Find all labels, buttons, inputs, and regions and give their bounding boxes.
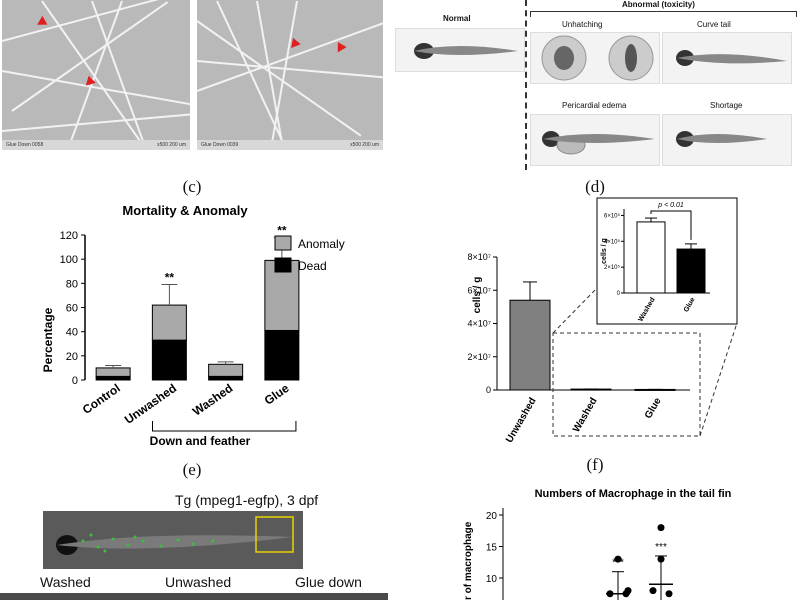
inset-bar [676, 248, 706, 294]
chart3-ytick-label: 15 [486, 543, 498, 554]
chart1-bar-anomaly [208, 363, 244, 377]
label-washed: Washed [40, 574, 91, 590]
chart1-ylabel: Percentage [41, 307, 55, 372]
tg-title: Tg (mpeg1-egfp), 3 dpf [175, 492, 319, 508]
fish-shortage-image [662, 114, 792, 166]
chart2-ytick-label: 0 [486, 385, 491, 395]
chart1-significance: ** [165, 271, 175, 285]
panel-label-f: (f) [586, 455, 604, 474]
chart1-significance: ** [277, 223, 287, 237]
chart3-significance: *** [655, 542, 667, 553]
chart3-point [606, 590, 614, 598]
chart2-ytick-label: 8×10⁷ [467, 252, 491, 262]
chart2-inset-frame [596, 197, 738, 325]
chart1-group-label: Down and feather [150, 434, 251, 448]
inset-bar [636, 221, 666, 294]
chart1-ytick-label: 120 [60, 230, 78, 242]
chart3-point [657, 555, 665, 563]
legend-label-dead: Dead [298, 259, 327, 273]
panel-label-e: (e) [182, 460, 202, 479]
chart1-ytick-label: 0 [72, 375, 78, 387]
fish-pericardial-edema-image [530, 114, 660, 166]
chart1-ytick-label: 20 [66, 351, 78, 363]
inset-ytick-label: 2×10⁵ [604, 264, 621, 271]
chart3-significance: *** [612, 558, 624, 569]
chart3-point [614, 555, 622, 563]
chart2-ylabel: cells / g [472, 277, 483, 314]
chart1-bar-dead [95, 375, 131, 381]
macrophage-chart: Numbers of Macrophage in the tail fin r … [463, 488, 732, 600]
inset-ytick-label: 6×10⁵ [604, 212, 621, 219]
chart1-title: Mortality & Anomaly [122, 203, 248, 218]
chart1-ytick-label: 40 [66, 327, 78, 339]
fish-normal-image [395, 28, 525, 72]
inset-p-value: p < 0.01 [657, 202, 684, 209]
fish-unhatching-image [530, 32, 660, 84]
arrow-marker [333, 42, 347, 55]
chart3-ytick-label: 10 [486, 574, 498, 585]
chart3-ylabel: r of macrophage [463, 521, 474, 600]
tail-fin-box [255, 516, 294, 553]
chart1-bar-anomaly [151, 304, 187, 341]
label-abnormal: Abnormal (toxicity) [622, 0, 695, 9]
chart2-bar [509, 299, 551, 391]
label-unhatching: Unhatching [562, 20, 603, 29]
legend-label-anomaly: Anomaly [298, 237, 345, 251]
chart3-point [624, 587, 632, 595]
chart1-group-bracket [152, 421, 297, 432]
chart1-xtick-label: Washed [190, 381, 235, 419]
chart1-xtick-label: Glue [262, 381, 292, 408]
chart2-xtick-label: Glue [643, 396, 664, 421]
divider-dashed [525, 0, 527, 170]
inset-significance-bracket [650, 210, 692, 240]
chart3-point [657, 524, 665, 532]
label-shortage: Shortage [710, 101, 743, 110]
panel-label-c: (c) [182, 177, 202, 196]
inset-ytick-label: 4×10⁵ [604, 238, 621, 245]
chart2-ytick-label: 2×10⁷ [467, 352, 491, 362]
tg-images-strip [0, 593, 388, 600]
inset-ylabel: cells / g [601, 238, 608, 264]
chart1-xtick-label: Unwashed [122, 381, 179, 427]
chart2-zoom-line [552, 287, 598, 334]
label-pericardial-edema: Pericardial edema [562, 101, 627, 110]
chart2-zoom-line [699, 322, 738, 437]
chart3-title: Numbers of Macrophage in the tail fin [535, 488, 732, 500]
chart1-bar-dead [264, 329, 300, 381]
label-unwashed: Unwashed [165, 574, 232, 590]
abnormal-bracket [530, 11, 797, 17]
cells-per-gram-chart: cells / g 0 2×10⁷ 4×10⁷ 6×10⁷ 8×10⁷ Unwashed… [467, 197, 738, 445]
fish-curve-tail-image [662, 32, 792, 84]
legend-swatch-dead [274, 257, 292, 273]
mortality-anomaly-chart: Mortality & Anomaly Percentage 0 20 40 60 80… [41, 203, 345, 448]
chart2-xtick-label: Unwashed [504, 396, 539, 445]
chart1-ytick-label: 80 [66, 278, 78, 290]
chart1-xtick-label: Control [80, 381, 123, 417]
chart3-point [649, 587, 657, 595]
inset-ytick-label: 0 [617, 291, 621, 297]
chart2-xtick-label: Washed [571, 396, 600, 434]
chart1-ytick-label: 100 [60, 254, 78, 266]
label-normal: Normal [443, 14, 471, 23]
chart1-bar-dead [151, 339, 187, 381]
chart3-point [665, 590, 673, 598]
chart2-ytick-label: 4×10⁷ [467, 319, 491, 329]
tg-fish-image [43, 511, 303, 569]
chart1-bar-anomaly [95, 367, 131, 377]
panel-label-d: (d) [585, 177, 605, 196]
label-glue-down: Glue down [295, 574, 362, 590]
label-curve-tail: Curve tail [697, 20, 731, 29]
chart1-bar-dead [208, 375, 244, 381]
chart3-ytick-label: 20 [486, 511, 498, 522]
legend-swatch-anomaly [274, 235, 292, 251]
chart1-ytick-label: 60 [66, 303, 78, 315]
chart2-ytick-label: 6×10⁷ [467, 285, 491, 295]
chart2-zoom-region [552, 332, 701, 437]
